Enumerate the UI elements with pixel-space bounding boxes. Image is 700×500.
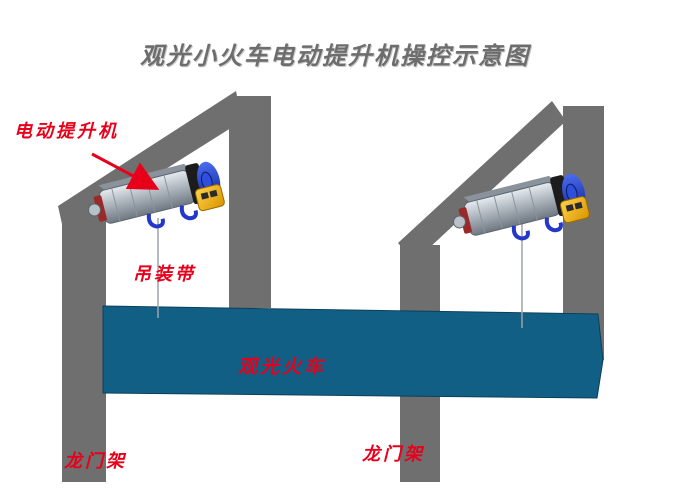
gantry-right-label: 龙门架	[362, 444, 425, 465]
gantry-left-label: 龙门架	[64, 451, 127, 472]
tourist-train-car	[102, 305, 604, 399]
diagram-title: 观光小火车电动提升机操控示意图	[140, 41, 530, 70]
right-gantry-beam	[398, 101, 566, 262]
train-label: 观光火车	[238, 356, 327, 378]
left-gantry-post	[62, 203, 106, 482]
electric-hoist-label: 电动提升机	[14, 121, 119, 142]
sling-label: 吊装带	[133, 264, 196, 285]
pointer-arrow-icon	[91, 152, 160, 190]
left-gantry-rear-post	[229, 96, 271, 308]
left-gantry	[58, 91, 271, 482]
right-gantry-rear-post	[563, 106, 604, 360]
right-gantry	[398, 101, 604, 482]
